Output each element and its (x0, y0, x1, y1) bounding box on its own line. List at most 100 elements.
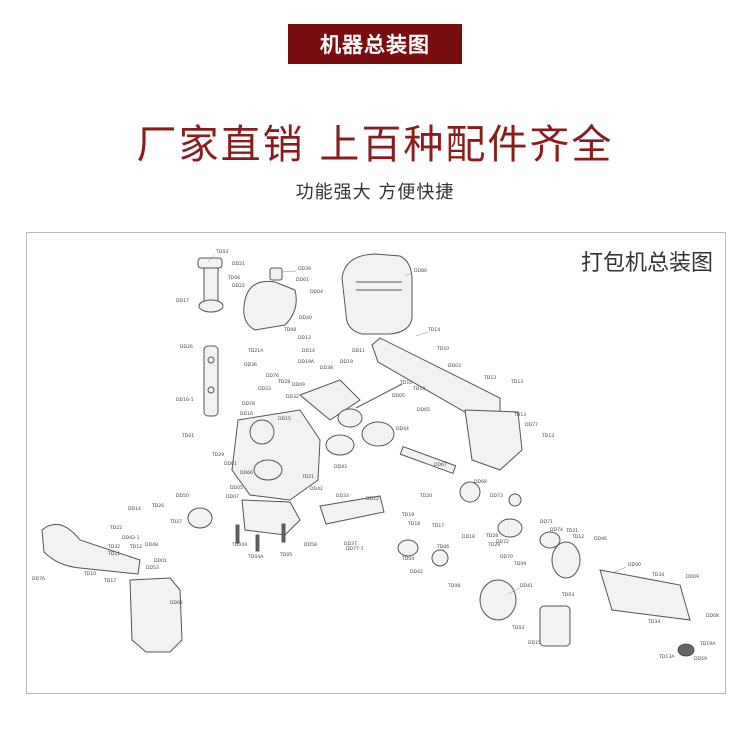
part-label: TD34 (647, 619, 660, 625)
part-label: DD18 (462, 534, 475, 540)
part-label: TD04A (231, 542, 248, 548)
part-label: TD11 (107, 551, 120, 557)
part-label: DD71 (540, 519, 553, 525)
part-labels: TD03DD21TD06DD22DD17DD39DD61DD04DD40TD08… (32, 249, 719, 662)
part-label: DD50 (176, 493, 189, 499)
part-handle (41, 523, 183, 653)
part-label: DD42 (310, 486, 323, 492)
subline: 功能强大 方便快捷 (295, 182, 455, 203)
part-label: DD68 (474, 479, 487, 485)
part-linkage (203, 345, 219, 417)
part-label: TD13A (658, 654, 675, 660)
part-label: DD70 (500, 554, 513, 560)
part-label: TD13 (510, 379, 523, 385)
diagram-frame: 打包机总装图 (26, 232, 726, 694)
part-label: DD33 (336, 493, 349, 499)
part-label: TD06 (227, 275, 240, 281)
part-cams (325, 408, 395, 456)
part-label: DD01 (154, 558, 167, 564)
part-label: DD73 (490, 493, 503, 499)
part-label: DD53 (146, 565, 159, 571)
diagram-title: 打包机总装图 (580, 251, 713, 276)
part-label: TD19A (699, 641, 716, 647)
part-label: DD26 (180, 344, 193, 350)
part-label: DD66 (240, 470, 253, 476)
part-label: TD28 (485, 533, 498, 539)
part-label: DD77 (525, 422, 538, 428)
part-label: DD16-1 (176, 397, 194, 403)
part-label: DD90 (628, 562, 641, 568)
part-label: TD13 (513, 412, 526, 418)
part-label: DD65 (417, 407, 430, 413)
part-label: DD59 (694, 656, 707, 662)
part-top-cover (243, 267, 297, 331)
part-label: DD08 (706, 613, 719, 619)
part-label: TD08 (447, 583, 460, 589)
part-label: DD80 (414, 268, 427, 274)
part-label: TD04 (401, 556, 414, 562)
part-label: TD29 (211, 452, 224, 458)
part-label: DD76 (266, 373, 279, 379)
part-label: DD42 (410, 569, 423, 575)
part-label: DD12 (366, 496, 379, 502)
part-label: DD76 (32, 576, 45, 582)
part-label: DD58 (304, 542, 317, 548)
part-label: DD78 (242, 401, 255, 407)
part-label: TD10 (399, 380, 412, 386)
part-label: TD28 (277, 379, 290, 385)
part-label: DD32 (286, 394, 299, 400)
part-label: TD12 (571, 534, 584, 540)
part-label: TD34 (651, 572, 664, 578)
part-label: DD46 (594, 536, 607, 542)
part-label: TD01 (181, 433, 194, 439)
part-label: TD03 (215, 249, 228, 255)
part-label: DD02 (170, 600, 183, 606)
part-label: DD67 (434, 462, 447, 468)
part-label: DD05 (230, 485, 243, 491)
part-label: DD09 (292, 382, 305, 388)
part-label: TD21A (247, 348, 264, 354)
part-label: DD42-1 (122, 535, 140, 541)
part-motor (479, 541, 695, 657)
part-label: DD14 (302, 348, 315, 354)
part-label: TD03 (561, 592, 574, 598)
part-label: DD48 (145, 542, 158, 548)
part-label: TD26 (151, 503, 164, 509)
part-label: DD21 (232, 261, 245, 267)
part-label: TD19 (412, 386, 425, 392)
part-label: DD77-1 (346, 546, 364, 552)
part-label: TD08 (283, 327, 296, 333)
part-label: TD32 (107, 544, 120, 550)
part-label: TD10 (436, 346, 449, 352)
part-gears (187, 481, 561, 567)
part-label: TD18 (407, 521, 420, 527)
part-label: TD03 (511, 625, 524, 631)
part-label: DD22 (232, 283, 245, 289)
headline: 厂家直销 上百种配件齐全 (136, 122, 614, 168)
part-label: DD13 (298, 335, 311, 341)
part-label: TD12 (129, 544, 142, 550)
part-label: DD15 (528, 640, 541, 646)
part-label: DD19A (298, 359, 315, 365)
part-label: DD37 (344, 541, 357, 547)
part-label: TD06 (436, 544, 449, 550)
part-label: DD16 (240, 411, 253, 417)
part-label: DD05 (392, 393, 405, 399)
part-label: TD17 (103, 578, 116, 584)
part-label: DD15 (278, 416, 291, 422)
part-label: TD20 (419, 493, 432, 499)
part-label: DD39 (298, 266, 311, 272)
part-label: TD13 (483, 375, 496, 381)
section-badge: 机器总装图 (288, 24, 462, 64)
part-label: DD19 (340, 359, 353, 365)
part-label: TD21 (565, 528, 578, 534)
part-label: DD09 (686, 574, 699, 580)
part-label: DD07 (226, 494, 239, 500)
part-label: DD41 (520, 583, 533, 589)
part-label: TD10 (83, 571, 96, 577)
part-label: TD22 (109, 525, 122, 531)
leader-lines (207, 254, 627, 595)
part-label: DD11 (352, 348, 365, 354)
part-label: DD04 (310, 289, 323, 295)
